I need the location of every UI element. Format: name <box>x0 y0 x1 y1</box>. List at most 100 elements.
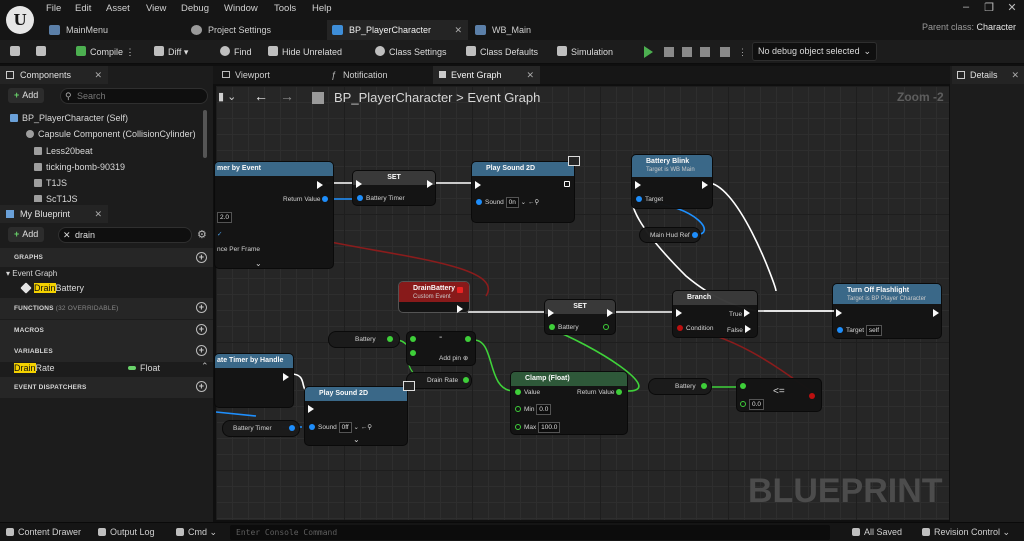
bool-out-pin[interactable] <box>809 393 818 400</box>
max-value[interactable]: 100.0 <box>538 422 561 433</box>
time-value[interactable]: 2.0 <box>217 212 233 223</box>
exec-in-pin[interactable] <box>308 405 314 414</box>
breadcrumb-leaf[interactable]: Event Graph <box>467 90 541 105</box>
subtract-node[interactable]: - Add pin ⊕ <box>406 331 476 366</box>
hide-unrelated-button[interactable]: Hide Unrelated <box>268 44 342 60</box>
section-macros[interactable]: MACROS+ <box>0 320 213 341</box>
section-functions[interactable]: FUNCTIONS (32 OVERRIDABLE)+ <box>0 298 213 319</box>
breadcrumb-root[interactable]: BP_PlayerCharacter <box>334 90 453 105</box>
eject-icon[interactable] <box>700 47 710 57</box>
object-out-pin[interactable] <box>692 232 701 239</box>
battery-out-pin[interactable] <box>603 324 612 331</box>
menu-tools[interactable]: Tools <box>274 3 297 14</box>
components-search-input[interactable]: ⚲ Search <box>60 88 208 104</box>
b-pin[interactable]: 0.0 <box>740 399 765 410</box>
exec-in-pin[interactable] <box>676 309 682 318</box>
exec-out-pin[interactable] <box>702 181 708 190</box>
component-audio-2[interactable]: ticking-bomb-90319 <box>34 162 125 172</box>
parent-class-value[interactable]: Character <box>976 22 1016 32</box>
play-sound-2d-node[interactable]: Play Sound 2D Sound 0n ⌄ ←⚲ <box>471 161 575 223</box>
play-sound-2d-node-2[interactable]: Play Sound 2D Sound 0ff ⌄ ←⚲ ⌄ <box>304 386 408 446</box>
float-out-pin[interactable] <box>387 336 396 343</box>
true-pin[interactable]: True <box>729 309 750 318</box>
battery-pin[interactable]: Battery <box>549 324 579 331</box>
drain-battery-event-node[interactable]: DrainBattery Custom Event <box>398 281 470 313</box>
set-battery-node[interactable]: SET Battery <box>544 299 616 335</box>
step-icon[interactable] <box>720 47 730 57</box>
add-graph-icon[interactable]: + <box>196 252 207 263</box>
exec-in-pin[interactable] <box>356 180 362 189</box>
set-battery-timer-node[interactable]: SET Battery Timer <box>352 170 436 206</box>
tab-bp-playercharacter[interactable]: BP_PlayerCharacter ✕ <box>327 20 468 40</box>
b-pin[interactable] <box>410 350 419 357</box>
a-pin[interactable] <box>410 336 419 343</box>
battery-timer-getter-node[interactable]: Battery Timer <box>222 420 300 437</box>
add-macro-icon[interactable]: + <box>196 324 207 335</box>
clamp-float-node[interactable]: Clamp (Float) Value Return Value Min 0.0… <box>510 371 628 435</box>
branch-node[interactable]: Branch True Condition False <box>672 290 758 338</box>
min-pin[interactable]: Min 0.0 <box>515 404 552 415</box>
cmd-button[interactable]: Cmd ⌄ <box>176 527 217 538</box>
close-icon[interactable]: ✕ <box>1011 70 1019 80</box>
add-function-icon[interactable]: + <box>196 302 207 313</box>
section-event-dispatchers[interactable]: EVENT DISPATCHERS+ <box>0 377 213 398</box>
output-log-button[interactable]: Output Log <box>98 527 155 537</box>
minimize-icon[interactable]: – <box>962 1 970 13</box>
gear-icon[interactable]: ⚙ <box>197 229 207 241</box>
drain-rate-getter-node[interactable]: Drain Rate <box>406 372 472 389</box>
b-value[interactable]: 0.0 <box>749 399 765 410</box>
exec-in-pin[interactable] <box>475 181 481 190</box>
looping-checkbox[interactable]: ✓ <box>217 231 223 238</box>
revision-control-button[interactable]: Revision Control ⌄ <box>922 527 1010 538</box>
float-out-pin[interactable] <box>463 377 472 384</box>
value-pin[interactable]: Value <box>515 389 540 396</box>
close-tab-icon[interactable]: ✕ <box>526 70 534 80</box>
unreal-logo-icon[interactable]: U <box>6 6 34 34</box>
target-pin[interactable]: Target <box>636 196 663 203</box>
exec-out-pin[interactable] <box>283 373 289 382</box>
chevron-icon[interactable]: ⌃ <box>201 361 209 371</box>
main-hud-ref-getter[interactable]: Main Hud Ref <box>639 227 701 243</box>
a-pin[interactable] <box>740 383 749 390</box>
battery-getter-node[interactable]: Battery <box>328 331 400 348</box>
time-pin[interactable]: 2.0 <box>217 212 233 223</box>
tab-viewport[interactable]: Viewport <box>217 66 325 84</box>
condition-pin[interactable]: Condition <box>677 325 713 332</box>
pause-icon[interactable] <box>664 47 674 57</box>
expand-chevron-icon[interactable]: ⌄ <box>255 259 262 268</box>
sound-pin[interactable]: Sound 0n ⌄ ←⚲ <box>476 197 539 208</box>
less-equal-node[interactable]: <= 0.0 <box>736 378 822 412</box>
false-pin[interactable]: False <box>727 325 751 334</box>
min-value[interactable]: 0.0 <box>536 404 552 415</box>
menu-edit[interactable]: Edit <box>75 3 92 14</box>
component-t1js[interactable]: T1JS <box>34 178 67 188</box>
browse-icon[interactable] <box>36 44 50 60</box>
close-icon[interactable]: ✕ <box>94 70 102 80</box>
section-graphs[interactable]: GRAPHS+ <box>0 248 213 267</box>
battery-blink-node[interactable]: Battery Blink Target is WB Main Target <box>631 154 713 209</box>
stop-icon[interactable] <box>682 47 692 57</box>
sound-pin[interactable]: Sound 0ff ⌄ ←⚲ <box>309 422 372 433</box>
delegate-pin[interactable] <box>457 287 466 294</box>
class-settings-button[interactable]: Class Settings <box>375 44 447 60</box>
object-out-pin[interactable] <box>289 425 298 432</box>
graph-options-chevron[interactable]: ▮ ⌄ <box>218 91 237 103</box>
back-arrow-icon[interactable]: ← <box>254 88 268 104</box>
console-command-input[interactable]: Enter Console Command <box>230 525 830 540</box>
variable-drain-rate[interactable]: DrainRate <box>14 363 55 373</box>
component-self[interactable]: BP_PlayerCharacter (Self) <box>10 113 128 123</box>
play-icon[interactable] <box>644 46 653 58</box>
close-icon[interactable]: ✕ <box>94 209 102 219</box>
variable-type[interactable]: Float <box>128 363 160 373</box>
menu-window[interactable]: Window <box>224 3 258 14</box>
content-drawer-button[interactable]: Content Drawer <box>6 527 81 537</box>
compile-button[interactable]: Compile ⋮ <box>76 44 135 60</box>
diff-button[interactable]: Diff ▾ <box>154 44 188 60</box>
menu-view[interactable]: View <box>146 3 167 14</box>
close-icon[interactable]: ✕ <box>1007 2 1017 14</box>
turn-off-flashlight-node[interactable]: Turn Off Flashlight Target is BP Player … <box>832 283 942 339</box>
save-icon[interactable] <box>10 44 24 60</box>
battery-timer-pin[interactable]: Battery Timer <box>357 195 405 202</box>
float-out-pin[interactable] <box>701 383 710 390</box>
